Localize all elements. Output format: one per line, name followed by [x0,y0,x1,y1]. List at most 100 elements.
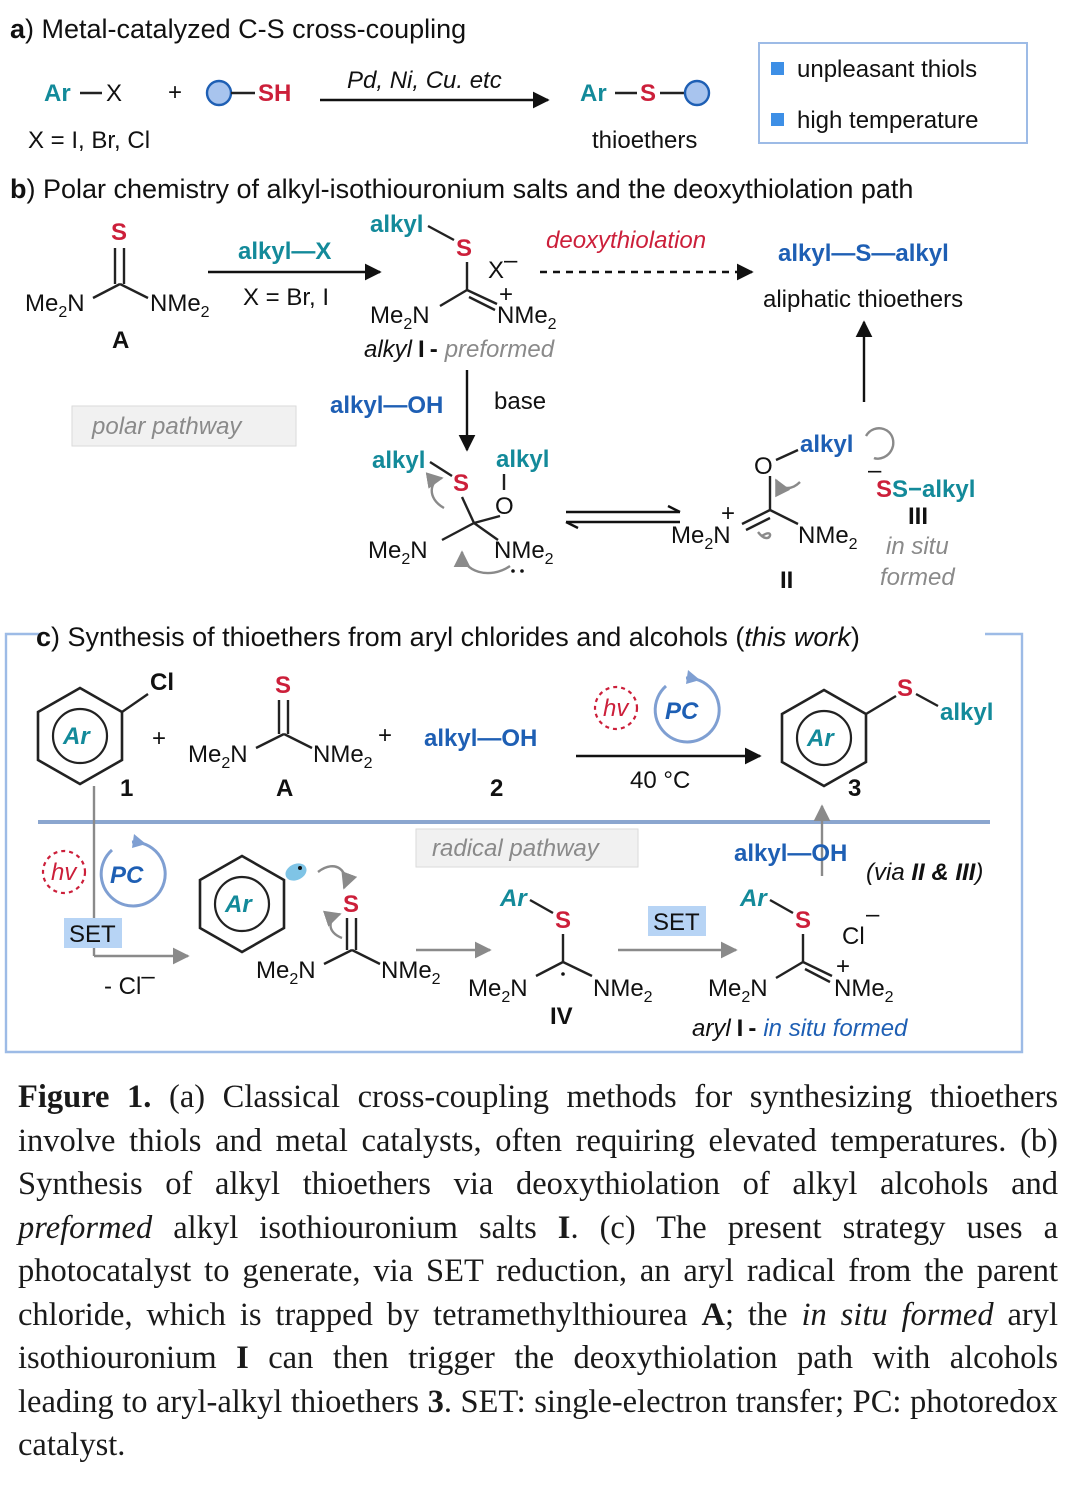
electron-push-arrow [774,478,801,498]
radical-attack-arrow [317,865,358,890]
thiourea-radical-path: S Me2N NMe2 [256,891,441,988]
s-alkyl-bond [915,692,939,708]
aryl-salt-plus: + [836,953,850,980]
alcohol-2-label: alkyl—OH [424,725,537,752]
radical-pathway-box [415,828,639,868]
ii-o-label: O [754,453,773,480]
thiourea-a-structure: S Me2N NMe2 A [25,219,210,354]
alcohol-reagent-b: alkyl—OH [330,392,443,419]
c-n-bond [473,522,499,541]
pc-label: PC [665,698,699,725]
counter-anion-x: X– [488,247,518,284]
c-n-bond [255,732,285,750]
lone-pair-dot [511,569,515,573]
c-n-bond [283,732,313,750]
figure-caption: Figure 1. (a) Classical cross-coupling m… [18,1079,1059,1463]
thione-s-label: S [111,219,127,246]
panel-c-letter: c [36,622,51,652]
dimethylamino-right: NMe2 [150,290,210,321]
dialkyl-thioether-product: alkyl—S—alkyl [778,240,949,267]
thiolate-iii-structure: – SS−alkyl III in situ formed [868,457,975,591]
halide-x-label: X [106,80,122,107]
pc-label-left: PC [110,862,144,889]
aryl-salt-dimethylamino-right: NMe2 [834,975,894,1006]
product-ball-icon [683,79,711,107]
product-s-label: S [897,675,913,702]
temperature-label: 40 °C [630,767,690,794]
product-aryl-label: Ar [806,725,835,752]
tetra-alkyl-o-label: alkyl [496,446,549,473]
iv-s-label: S [555,907,571,934]
set-box [64,918,122,948]
aryl-salt-ar-label: Ar [739,885,768,912]
salt-dimethylamino-right: NMe2 [497,302,557,333]
c-n-bond [323,948,353,966]
compound-iii-label: III [908,503,928,530]
iv-dimethylamino-right: NMe2 [593,975,653,1006]
equilibrium-half-head [565,520,579,530]
drawback-2: high temperature [797,107,978,134]
thione-s-label: S [275,672,291,699]
alkyl-s-bond [429,460,453,478]
thiolate-label: SS−alkyl [876,476,975,503]
halide-definition: X = I, Br, Cl [28,127,150,154]
panel-b-letter: b [10,174,27,204]
panel-a-letter: a [10,14,26,44]
dimethylamino-left: Me2N [188,741,248,772]
c-n-bond [439,288,468,308]
compound-3-label: 3 [848,775,861,802]
compound-a-label: A [112,327,129,354]
aryl-label: Ar [44,80,71,107]
ar-s-bond [769,898,794,915]
drawback-1: unpleasant thiols [797,56,977,83]
c-n-bond [119,282,149,300]
equilibrium-half-head [667,504,681,514]
thiol-sh-label: SH [258,80,291,107]
o-alkyl-bond [775,448,799,462]
aryl-salt-dimethylamino-left: Me2N [708,975,768,1006]
c-n-bond [351,948,381,966]
aromatic-circle [51,707,109,765]
caption-label: Figure 1. [18,1079,152,1115]
ii-dimethylamino-right: NMe2 [798,522,858,553]
tetrahedral-intermediate-structure: alkyl S alkyl O Me2N NMe2 [368,446,554,575]
c-n-bond [562,960,593,978]
tetra-o-label: O [495,493,514,520]
intermediate-ii-structure: O alkyl Me2N + NMe2 II [671,427,895,594]
alcohol-c-label: alkyl—OH [734,840,847,867]
ii-alkyl-label: alkyl [800,431,853,458]
aryl-chloride-1-structure: Ar Cl 1 [36,669,174,802]
compound-2-label: 2 [490,775,503,802]
tetra-s-label: S [453,470,469,497]
panel-c-frame [4,632,1024,1054]
photocatalyst-cycle-icon [99,840,167,908]
tetra-dimethylamino-left: Me2N [368,537,428,568]
plus-sign: + [378,722,392,749]
aryl-salt-cl-label: Cl [842,923,865,950]
c-n-double-bond [802,960,833,978]
iv-dimethylamino-left: Me2N [468,975,528,1006]
formed-label: formed [880,564,955,591]
electron-push-arrow [425,472,445,510]
c-cl-bond [121,693,149,713]
alkyl-halide-reagent: alkyl—X [238,238,331,265]
bullet-icon [771,113,784,126]
plus-sign: + [168,79,182,106]
thioethers-label: thioethers [592,127,697,154]
aryl-salt-s-label: S [795,907,811,934]
ii-iminium-plus: + [721,500,735,527]
radical-orbital-icon [285,863,307,881]
cycle-arrowhead [132,834,146,848]
bullet-icon [771,62,784,75]
substituent-ball-icon [205,79,233,107]
aromatic-circle [795,709,853,767]
compound-a-label: A [276,775,293,802]
compound-1-label: 1 [120,775,133,802]
compound-ii-label: II [780,567,793,594]
benzene-ring-icon [198,854,286,954]
ii-dimethylamino-left: Me2N [671,522,731,553]
c-n-bond [535,960,564,978]
panel-b-title: ) Polar chemistry of alkyl-isothiouroniu… [27,174,914,204]
